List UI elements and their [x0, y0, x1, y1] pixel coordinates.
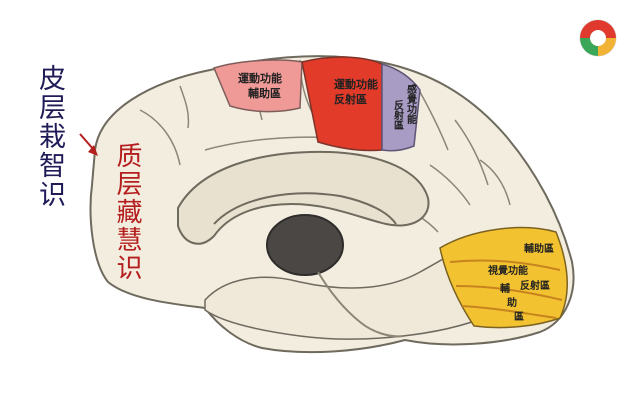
occipital-assoc-label: 輔助區	[524, 242, 554, 255]
occipital-vision-label: 視覺功能	[487, 264, 528, 277]
fornix-curve	[213, 192, 397, 225]
motor-assoc-label-1: 運動功能	[238, 71, 282, 85]
motor-proj-label-1: 運動功能	[334, 77, 378, 91]
motor-assoc-label-2: 輔助區	[248, 86, 281, 100]
sensory-label-col2: 反射區	[392, 99, 405, 130]
thalamus	[266, 214, 344, 276]
sensory-label-col1: 感覺功能	[405, 83, 418, 125]
occipital-assoc2-a: 輔	[500, 282, 510, 295]
occipital-assoc2-b: 助	[507, 296, 517, 309]
motor-association-area	[212, 59, 303, 113]
inner-caption: 质层藏慧识	[112, 142, 142, 282]
left-caption: 皮层栽智识	[34, 64, 65, 209]
brainstem	[317, 271, 405, 338]
sensory-area	[381, 63, 421, 152]
motor-proj-label-2: 反射區	[334, 92, 367, 106]
circular-logo	[579, 19, 617, 57]
pointer-arrow	[79, 133, 98, 156]
visual-stripes	[449, 259, 563, 319]
occipital-assoc2-c: 區	[514, 311, 524, 323]
occipital-proj-label: 反射區	[520, 279, 550, 292]
corpus-callosum	[177, 150, 430, 245]
